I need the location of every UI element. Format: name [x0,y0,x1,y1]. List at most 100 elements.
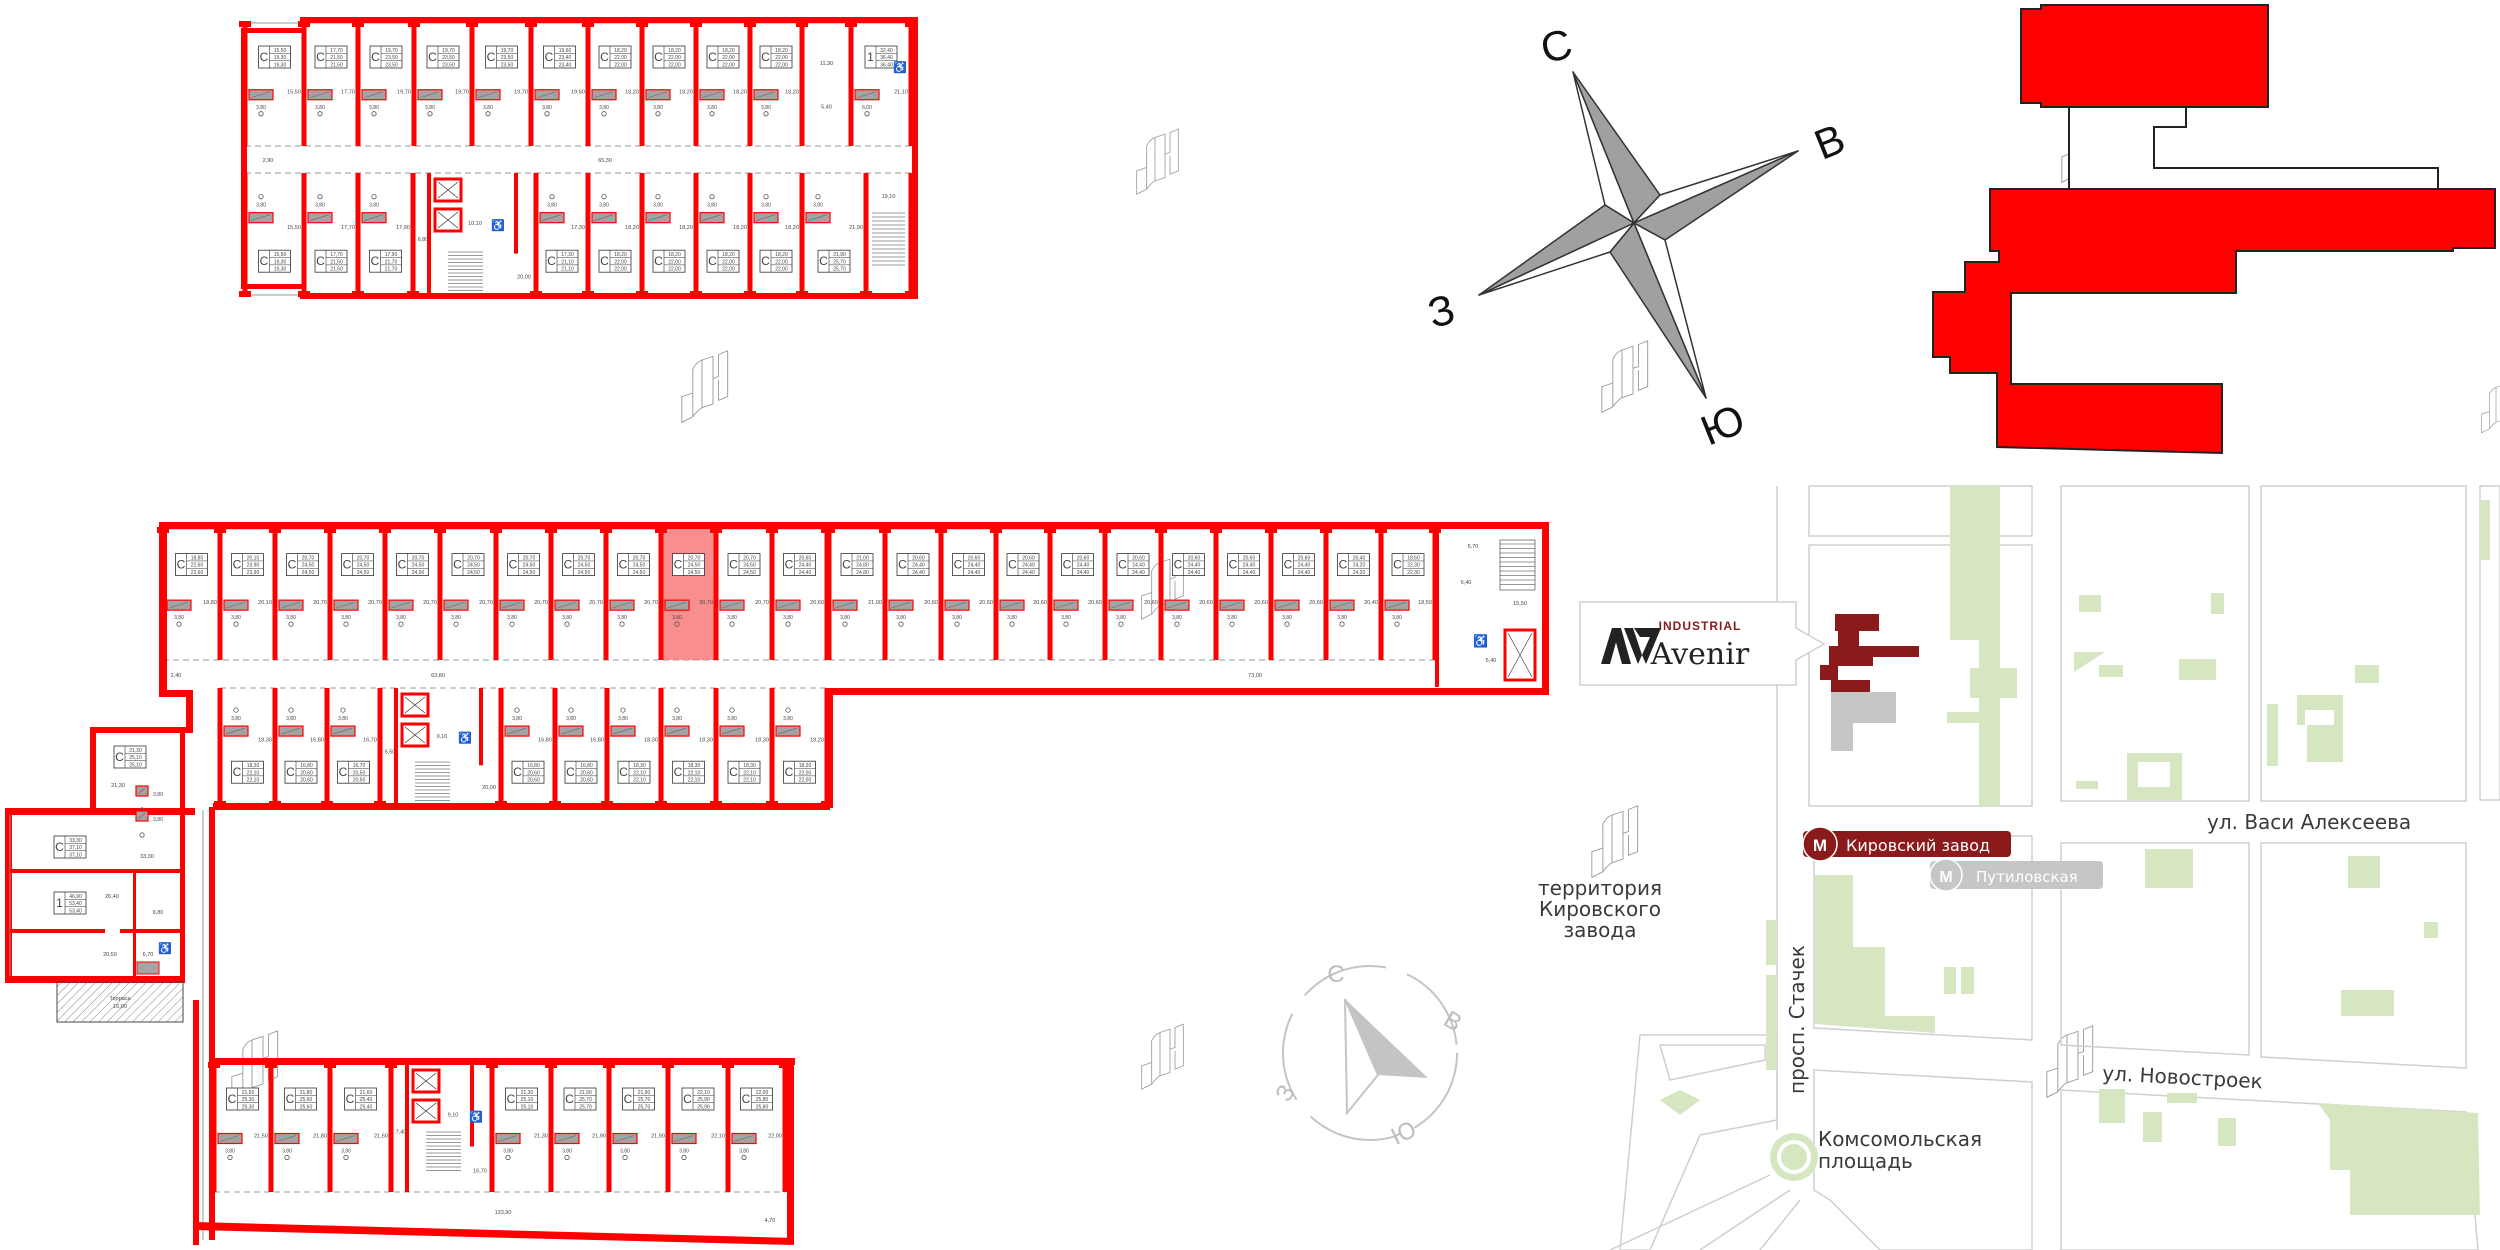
bathroom-area: 3,80 [599,203,609,209]
partition-wall [639,21,645,146]
shower-icon [666,601,687,609]
unit-area-value: 22,00 [614,62,627,68]
unit-area-value: 20,60 [300,778,313,784]
unit-area-value: 15,50 [274,48,287,54]
road-edge [1699,1189,1791,1250]
toilet-icon [509,621,515,627]
building-key-plan [1932,4,2496,455]
shower-icon [250,91,271,99]
exterior-wall [787,1058,794,1243]
room-area: 20,70 [423,600,437,606]
room-area: 18,30 [258,738,272,744]
unit-area-value: 22,00 [775,55,788,61]
square-ring [1777,1140,1811,1174]
partition-wall [1323,527,1329,660]
partition-wall [938,527,944,660]
bathroom-area: 3,80 [562,1149,572,1155]
room-area: 20,70 [313,600,327,606]
toilet-icon [340,707,346,713]
shower-icon [225,727,246,735]
unit-area-value: 19,30 [274,267,287,273]
unit-area-value: 18,80 [191,555,204,561]
room-area: 20,50 [103,952,117,958]
key-plan-main-block [1932,188,2496,455]
main-corridor-area: 63,80 [431,673,445,679]
partition-wall [1268,527,1274,660]
mini-compass-arrow-dark [1345,999,1428,1078]
room-area: 6,70 [143,952,154,958]
unit-area-value: 21,90 [638,1090,651,1096]
unit-type-label: C [1174,558,1183,572]
unit-area-value: 22,10 [633,770,646,776]
partition-wall [528,21,534,146]
shower-icon [834,601,855,609]
bathroom-area: 3,80 [783,615,793,621]
square-label-line: площадь [1818,1149,1913,1173]
shower-icon [309,214,330,221]
partition-wall [533,173,539,297]
shower-icon [280,727,301,735]
partition-wall [713,688,719,807]
unit-type-label: C [343,558,352,572]
unit-area-value: 23,90 [247,563,260,569]
unit-type-label: C [761,254,770,268]
bathroom-area: 3,80 [369,203,379,209]
unit-area-value: 22,10 [697,1090,710,1096]
partition-wall [548,527,554,660]
toilet-icon [785,707,791,713]
bathroom-area: 3,80 [1116,615,1126,621]
compass-rose [1478,71,1799,399]
unit-box-frame [759,45,793,69]
unit-area-value: 18,20 [668,252,681,258]
unit-area-value: 24,40 [1077,570,1090,576]
partition-wall [552,688,558,807]
shower-icon [701,91,722,99]
pier [905,21,917,27]
toilet-icon [1229,621,1235,627]
unit-area-value: 19,60 [559,48,572,54]
exterior-wall [241,30,247,288]
location-map: INDUSTRIAL Avenir М Кировский завод М Пу… [1538,485,2500,1250]
unit-type-label: C [316,50,325,64]
room-area: 18,20 [679,225,693,231]
unit-area-value: 22,60 [191,563,204,569]
corridor-area: 65,30 [598,158,612,164]
unit-type-label: C [260,50,269,64]
compass-west-arm-dark [1478,204,1635,296]
elevator-stair-core: 7,409,10♿16,70 [396,1062,487,1192]
bathroom-area: 3,80 [231,716,241,722]
toilet-icon [709,111,715,117]
partition-wall [993,527,999,660]
exterior-wall [826,688,833,808]
unit-type-label: C [683,1092,692,1106]
bathroom-area: 3,80 [672,716,682,722]
unit-area-value: 22,10 [688,778,701,784]
partition-wall [382,527,388,660]
partition-wall [437,527,443,660]
bathroom-area: 3,80 [483,105,493,111]
unit-box-frame [451,553,485,576]
toilet-icon [655,111,661,117]
partition-wall [713,527,719,660]
room-area: 26,40 [105,894,119,900]
unit-area-value: 18,50 [1407,555,1420,561]
unit-type-label: C [453,558,462,572]
city-block [2060,485,2250,802]
unit-area-value: 25,90 [697,1104,710,1110]
unit-area-value: 23,50 [385,55,398,61]
elevator-icon [404,726,426,744]
shower-icon [137,787,146,795]
